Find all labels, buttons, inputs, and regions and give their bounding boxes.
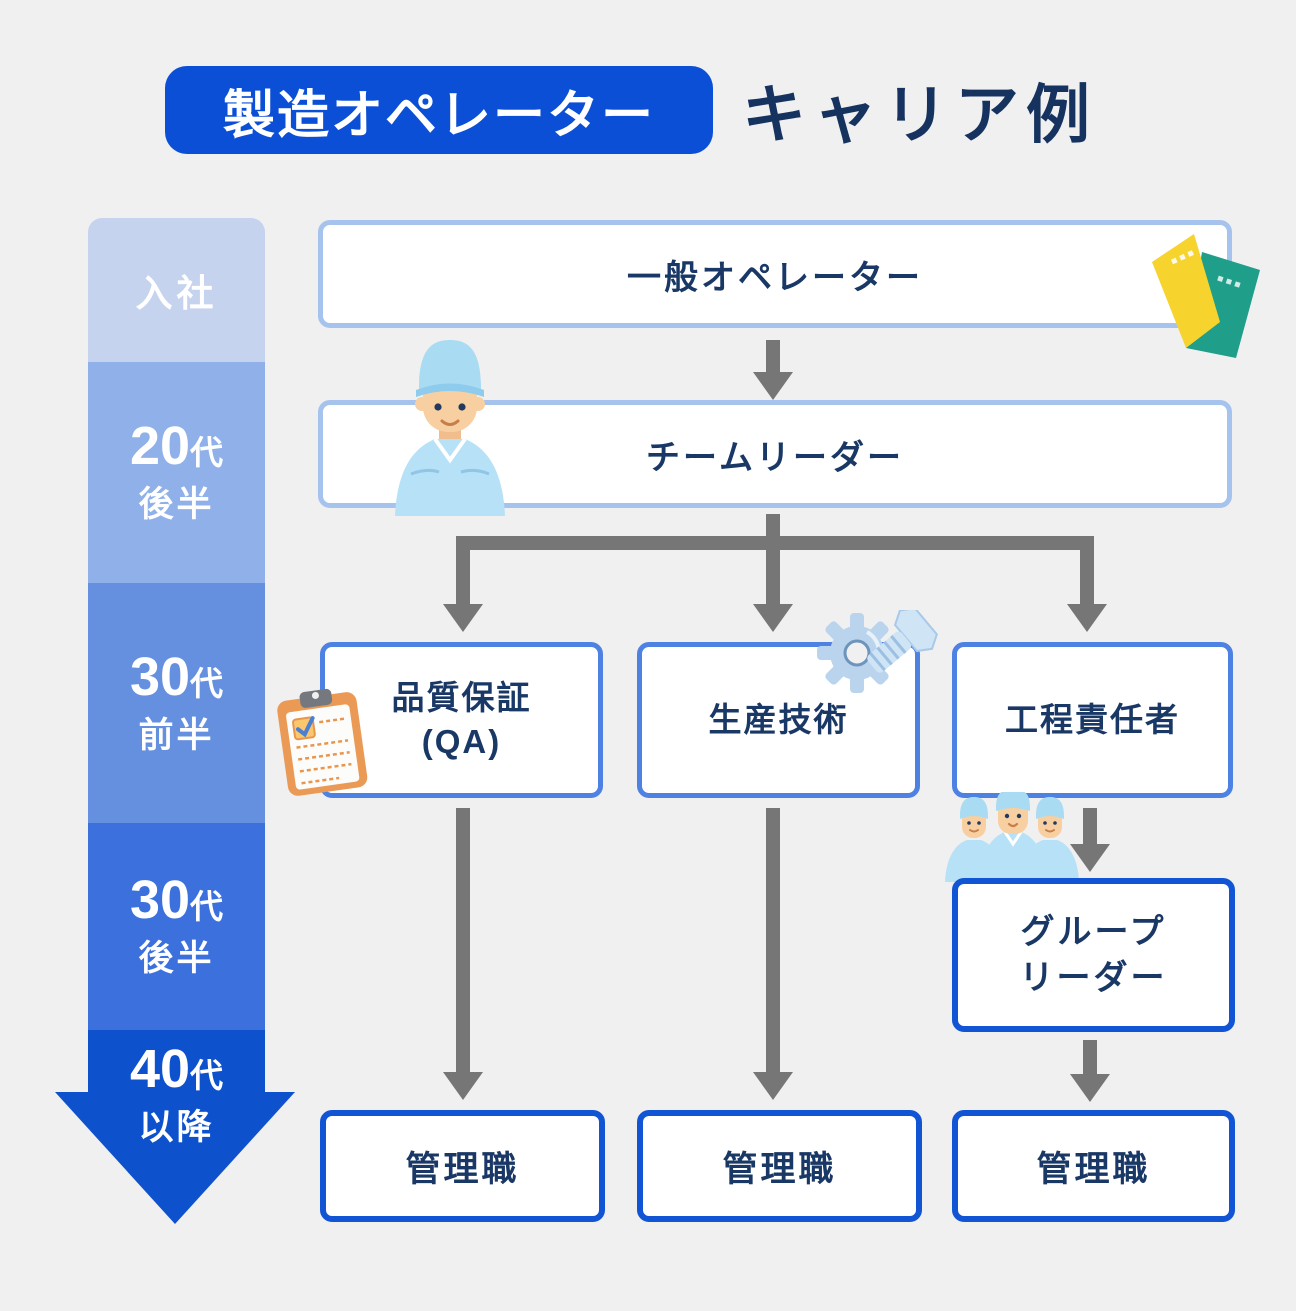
management-label: 管理職 <box>722 1149 837 1189</box>
timeline-num: 30 <box>129 870 191 930</box>
general-operator-label: 一般オペレーター <box>627 258 923 297</box>
branch-stem-right <box>1080 536 1094 606</box>
arrow-pm-to-gl <box>1083 808 1097 846</box>
general-operator-box: 一般オペレーター <box>318 220 1232 328</box>
branch-stem-center <box>766 536 780 606</box>
arrow-down-head <box>753 372 793 400</box>
timeline-unit: 代 <box>190 1057 224 1094</box>
timeline-sub: 後半 <box>138 485 215 524</box>
job-title-badge: 製造オペレーター <box>165 66 713 154</box>
timeline-label: 入社 <box>135 273 218 314</box>
timeline-sub: 以降 <box>138 1108 215 1147</box>
timeline-sub: 前半 <box>138 715 215 755</box>
timeline-unit: 代 <box>190 664 224 702</box>
arrow-gl-to-management <box>1083 1040 1097 1076</box>
management-box-3: 管理職 <box>952 1110 1235 1222</box>
clipboard-icon <box>277 688 368 796</box>
management-box-1: 管理職 <box>320 1110 605 1222</box>
timeline-num: 20 <box>129 416 191 476</box>
timeline-segment-late-20s: 20代 後半 <box>88 362 265 583</box>
book-icon <box>1152 234 1260 358</box>
workers-three-icon <box>945 792 1079 882</box>
timeline-segment-40s-plus <box>88 1030 265 1094</box>
timeline-segment-early-30s: 30代 前半 <box>88 583 265 823</box>
timeline-num: 30 <box>129 646 191 707</box>
management-label: 管理職 <box>405 1149 520 1189</box>
management-label: 管理職 <box>1036 1149 1151 1189</box>
arrow-pe-to-management <box>766 808 780 1074</box>
branch-head-right <box>1067 604 1107 632</box>
branch-stem <box>766 514 780 542</box>
team-leader-label: チームリーダー <box>646 438 904 477</box>
process-manager-box: 工程責任者 <box>952 642 1233 798</box>
group-leader-label-line1: グループ <box>1020 913 1167 951</box>
group-leader-label-line2: リーダー <box>1019 959 1168 997</box>
process-manager-label: 工程責任者 <box>1005 701 1180 738</box>
branch-head-center <box>753 604 793 632</box>
qa-label-line2: (QA) <box>421 723 502 760</box>
arrow-qa-head <box>443 1072 483 1100</box>
arrow-gl-head <box>1070 1074 1110 1102</box>
arrow-down <box>766 340 780 374</box>
group-leader-box: グループ リーダー <box>952 878 1235 1032</box>
worker-icon <box>395 340 505 516</box>
timeline-segment-40s-label: 40代 以降 <box>88 1040 265 1151</box>
qa-label-line1: 品質保証 <box>391 679 532 716</box>
timeline-sub: 後半 <box>138 939 215 978</box>
gear-bolt-icon <box>817 610 938 693</box>
timeline-segment-late-30s: 30代 後半 <box>88 823 265 1030</box>
job-title-label: 製造オペレーター <box>222 86 655 145</box>
management-box-2: 管理職 <box>637 1110 922 1222</box>
branch-head-left <box>443 604 483 632</box>
production-engineering-label: 生産技術 <box>708 701 849 738</box>
qa-box: 品質保証 (QA) <box>320 642 603 798</box>
timeline-num: 40 <box>129 1039 191 1099</box>
page-title: キャリア例 <box>742 79 1097 151</box>
timeline-unit: 代 <box>190 434 224 471</box>
arrow-pe-head <box>753 1072 793 1100</box>
branch-stem-left <box>456 536 470 606</box>
arrow-qa-to-management <box>456 808 470 1074</box>
timeline-unit: 代 <box>190 888 224 925</box>
timeline-segment-joining: 入社 <box>88 218 265 362</box>
